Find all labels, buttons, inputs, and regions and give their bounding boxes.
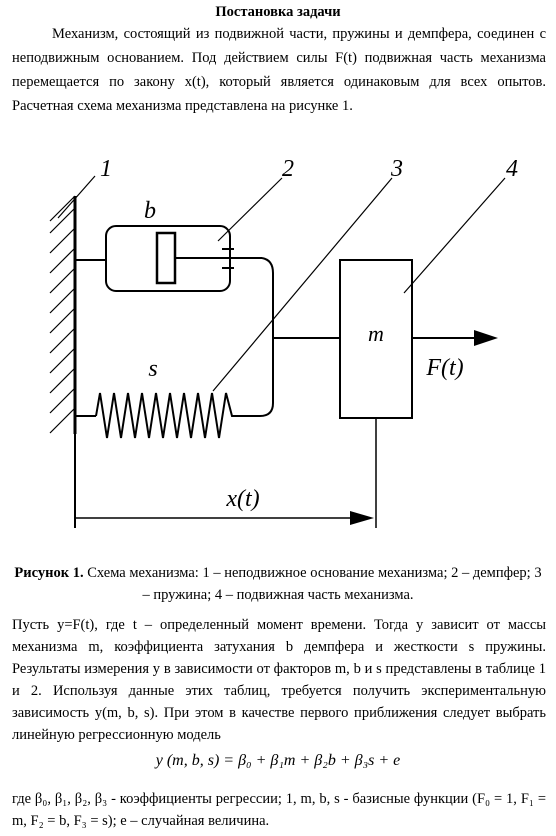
damper-coef-label: b	[144, 198, 156, 224]
intro-text: Механизм, состоящий из подвижной части, …	[12, 26, 546, 114]
formula-explanation: где β₀, β₁, β₂, β₃ - коэффициенты регрес…	[12, 791, 546, 829]
intro-paragraph: Механизм, состоящий из подвижной части, …	[12, 22, 546, 118]
label-4: 4	[506, 156, 518, 182]
damper	[75, 225, 274, 417]
caption-text: Схема механизма: 1 – неподвижное основан…	[83, 565, 542, 603]
mechanism-diagram: m F(t) x(t) b s 1 2 3 4	[49, 156, 518, 528]
force-arrow	[412, 330, 498, 346]
spring	[75, 392, 236, 439]
label-3: 3	[390, 156, 403, 182]
displacement-label: x(t)	[225, 486, 259, 512]
force-label: F(t)	[425, 355, 463, 381]
page-title: Постановка задачи	[215, 4, 341, 20]
figure-caption: Рисунок 1. Схема механизма: 1 – неподвиж…	[14, 562, 542, 606]
regression-formula: y (m, b, s) = β₀ + β₁m + β₂b + β₃s + e	[155, 752, 401, 769]
fixed-base	[49, 195, 77, 528]
mass-label: m	[368, 321, 384, 346]
leader-lines	[57, 175, 506, 392]
label-2: 2	[282, 156, 294, 182]
label-1: 1	[100, 156, 112, 182]
caption-title: Рисунок 1.	[14, 565, 84, 581]
spring-stiffness-label: s	[148, 356, 157, 382]
body-paragraph: Пусть y=F(t), где t – определенный момен…	[12, 617, 546, 743]
displacement-arrow	[75, 418, 377, 528]
